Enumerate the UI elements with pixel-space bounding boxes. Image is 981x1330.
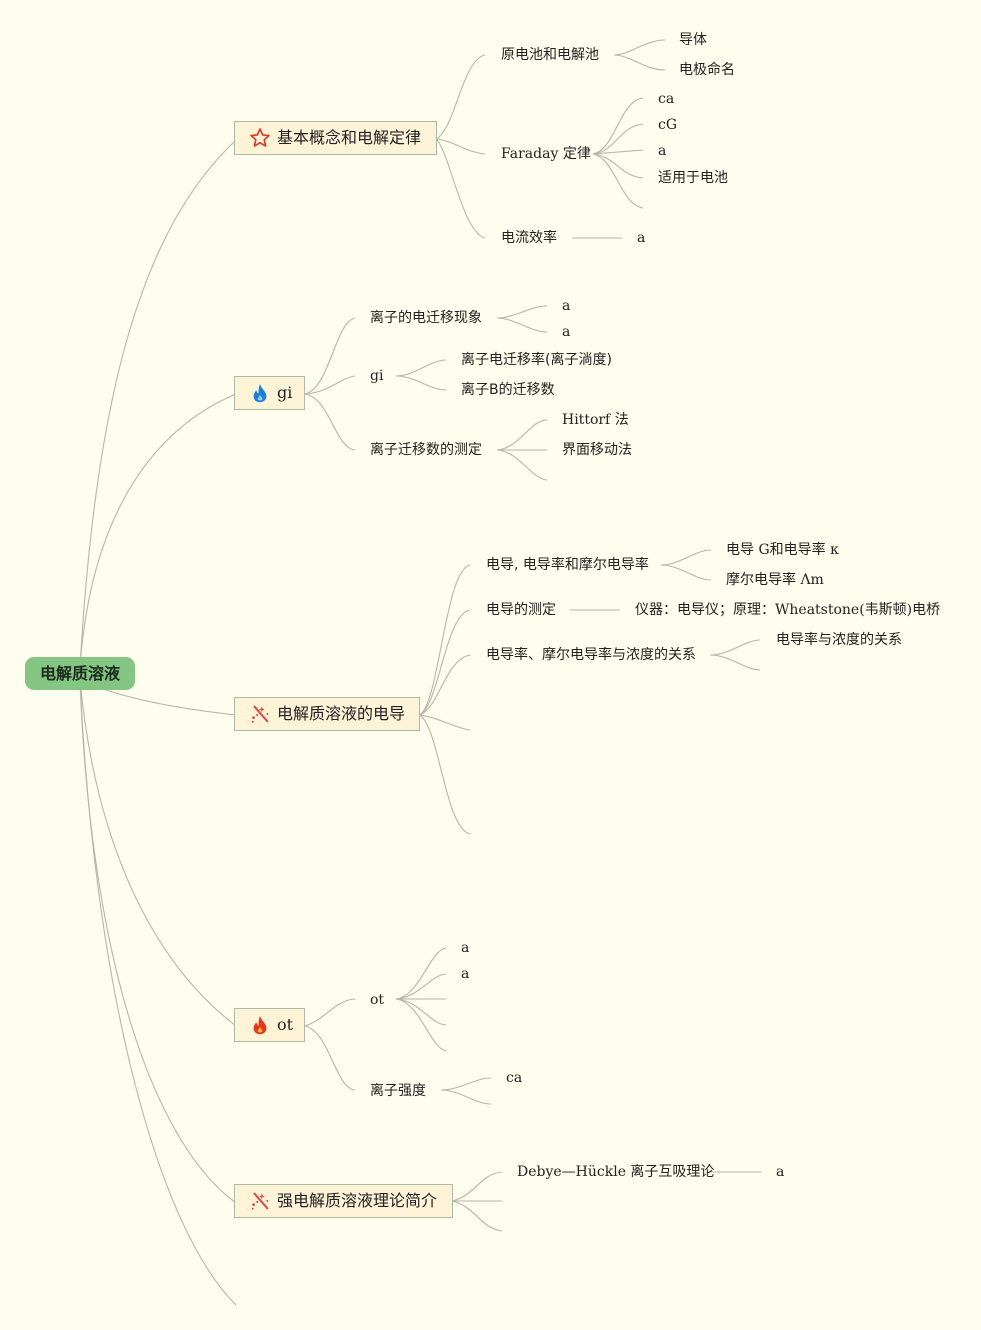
sparkle-icon <box>249 703 271 725</box>
branch-node-ot[interactable]: ot <box>234 1008 305 1042</box>
link-root-b1 <box>79 393 237 669</box>
branch-node-gi[interactable]: gi <box>234 376 305 410</box>
leaf-b0-1-0[interactable]: ca <box>658 91 675 107</box>
leaf-b1-1-0[interactable]: 离子电迁移率(离子淌度) <box>461 353 612 367</box>
branch-label: gi <box>277 383 293 402</box>
flame-red-icon <box>249 1014 271 1036</box>
topic-b1-0[interactable]: 离子的电迁移现象 <box>370 310 482 326</box>
leaf-b0-2-0[interactable]: a <box>637 230 646 246</box>
topic-b4-0[interactable]: Debye—Hückle 离子互吸理论 <box>517 1164 715 1180</box>
branch-node-strong-electrolyte[interactable]: 强电解质溶液理论简介 <box>234 1184 453 1218</box>
branch-label: 电解质溶液的电导 <box>277 704 406 723</box>
link-root-b0 <box>79 139 237 669</box>
branch-label: 基本概念和电解定律 <box>277 128 422 147</box>
topic-b2-0[interactable]: 电导, 电导率和摩尔电导率 <box>486 557 649 573</box>
link-root-tail <box>79 679 237 1306</box>
leaf-b3-0-0[interactable]: a <box>461 940 470 956</box>
leaf-b2-1-0[interactable]: 仪器：电导仪；原理：Wheatstone(韦斯顿)电桥 <box>635 602 941 618</box>
leaf-b2-2-0[interactable]: 电导率与浓度的关系 <box>776 632 902 648</box>
leaf-b1-0-0[interactable]: a <box>562 298 571 314</box>
sparkle-icon <box>249 1190 271 1212</box>
star-icon <box>249 127 271 149</box>
leaf-b4-0-0[interactable]: a <box>776 1164 785 1180</box>
topic-b2-1[interactable]: 电导的测定 <box>486 602 556 618</box>
topic-b0-1[interactable]: Faraday 定律 <box>501 147 591 161</box>
topic-b1-2[interactable]: 离子迁移数的测定 <box>370 442 482 458</box>
leaf-b1-1-1[interactable]: 离子B的迁移数 <box>461 382 555 398</box>
leaf-b0-0-0[interactable]: 导体 <box>679 32 707 48</box>
topic-b3-1[interactable]: 离子强度 <box>370 1083 426 1099</box>
link-root-b3 <box>79 679 237 1027</box>
flame-blue-icon <box>249 382 271 404</box>
leaf-b0-1-1[interactable]: cG <box>658 117 678 133</box>
leaf-b1-2-1[interactable]: 界面移动法 <box>562 442 632 458</box>
branch-node-conductance[interactable]: 电解质溶液的电导 <box>234 697 420 731</box>
leaf-b1-1-0-label: 离子电迁移率(离子淌度) <box>461 352 612 368</box>
topic-b1-1[interactable]: gi <box>370 368 384 384</box>
link-root-b2 <box>99 687 237 716</box>
leaf-b1-0-1[interactable]: a <box>562 324 571 340</box>
leaf-b0-1-3[interactable]: 适用于电池 <box>658 170 728 186</box>
topic-b0-1-label: Faraday 定律 <box>501 146 591 162</box>
leaf-b0-1-2[interactable]: a <box>658 143 667 159</box>
link-root-b4 <box>79 679 237 1204</box>
leaf-b1-2-0[interactable]: Hittorf 法 <box>562 412 629 428</box>
branch-label: 强电解质溶液理论简介 <box>277 1191 438 1210</box>
root-label: 电解质溶液 <box>39 663 120 683</box>
branch-label: ot <box>277 1015 294 1034</box>
leaf-b3-0-1[interactable]: a <box>461 966 470 982</box>
topic-b2-2[interactable]: 电导率、摩尔电导率与浓度的关系 <box>486 647 696 663</box>
leaf-b0-0-1[interactable]: 电极命名 <box>679 62 735 78</box>
leaf-b3-1-0[interactable]: ca <box>506 1070 523 1086</box>
leaf-b2-0-1[interactable]: 摩尔电导率 Λm <box>726 572 824 588</box>
topic-b0-0[interactable]: 原电池和电解池 <box>501 47 599 63</box>
branch-node-basic-concepts[interactable]: 基本概念和电解定律 <box>234 121 437 155</box>
root-node[interactable]: 电解质溶液 <box>25 657 135 690</box>
topic-b0-2[interactable]: 电流效率 <box>501 230 557 246</box>
leaf-b2-0-0[interactable]: 电导 G和电导率 κ <box>726 542 839 558</box>
topic-b3-0[interactable]: ot <box>370 992 385 1008</box>
